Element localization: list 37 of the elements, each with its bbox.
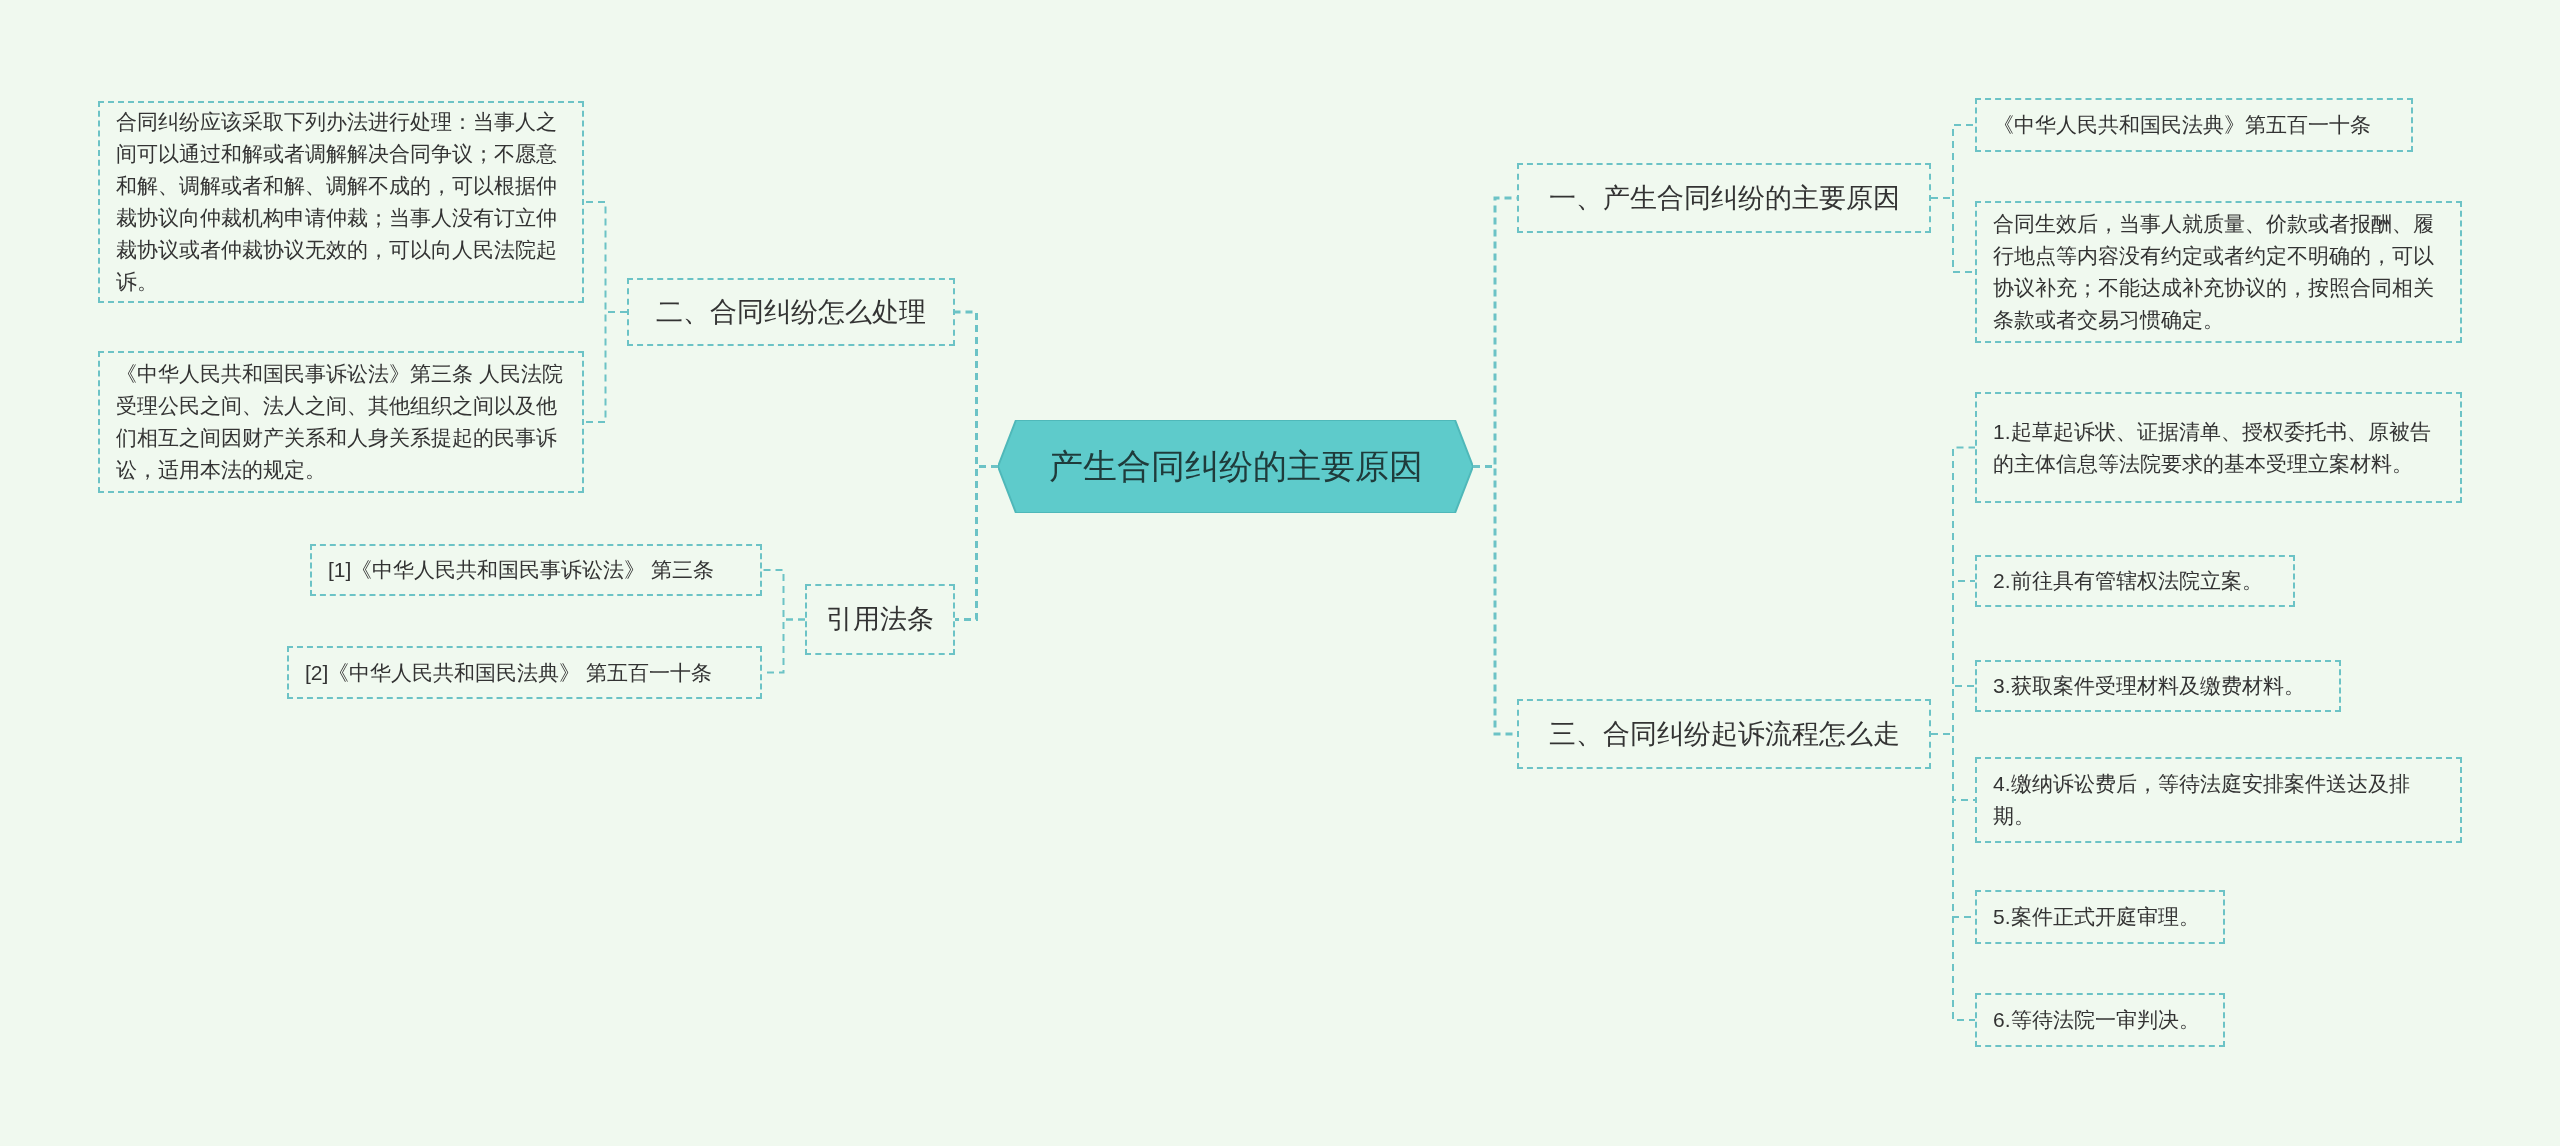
branch-title: 二、合同纠纷怎么处理 — [656, 295, 926, 329]
leaf-box — [98, 101, 584, 303]
branch-title: 引用法条 — [826, 603, 934, 637]
leaf-text: 6.等待法院一审判决。 — [1993, 1007, 2201, 1033]
connector-line — [583, 311, 628, 423]
branch-box — [1517, 163, 1931, 233]
leaf-text: 《中华人民共和国民法典》第五百一十条 — [1993, 112, 2372, 138]
leaf-text: 4.缴纳诉讼费后，等待法庭安排案件送达及排期。 — [1993, 771, 2411, 829]
central-topic-hexagon — [998, 420, 1473, 513]
leaf-box — [1975, 890, 2225, 944]
leaf-text: 《中华人民共和国民事诉讼法》第三条 人民法院受理公民之间、法人之间、其他组织之间以及他们相互之间因财产关系和人身关系提起的民事诉讼，适用本法的规定。 — [116, 361, 564, 483]
leaf-box — [287, 646, 762, 699]
leaf-box — [310, 544, 762, 596]
leaf-box — [98, 351, 584, 493]
leaf-text: 合同生效后，当事人就质量、价款或者报酬、履行地点等内容没有约定或者约定不明确的，可以协议补充；不能达成补充协议的，按照合同相关条款或者交易习惯确定。 — [1993, 211, 2435, 333]
leaf-box — [1975, 555, 2295, 607]
leaf-text: [2]《中华人民共和国民法典》 第五百一十条 — [305, 659, 714, 686]
branch-title: 三、合同纠纷起诉流程怎么走 — [1548, 717, 1900, 751]
leaf-box — [1975, 757, 2462, 843]
leaf-text: 2.前往具有管辖权法院立案。 — [1993, 568, 2264, 594]
branch-title: 一、产生合同纠纷的主要原因 — [1548, 181, 1900, 215]
leaf-text: 合同纠纷应该采取下列办法进行处理：当事人之间可以通过和解或者调解解决合同争议；不愿意和解、调解或者和解、调解不成的，可以根据仲裁协议向仲裁机构申请仲裁；当事人没有订立仲裁协议或者仲裁协议无效的，可以向人民法院起诉。 — [116, 109, 558, 295]
leaf-box — [1975, 392, 2462, 503]
leaf-box — [1975, 98, 2413, 152]
leaf-text: 3.获取案件受理材料及缴费材料。 — [1993, 673, 2306, 699]
topic-text: 产生合同纠纷的主要原因 — [1048, 446, 1423, 487]
leaf-box — [1975, 201, 2462, 343]
branch-box — [805, 584, 955, 655]
leaf-text: [1]《中华人民共和国民事诉讼法》 第三条 — [328, 557, 716, 583]
branch-box — [627, 278, 955, 346]
leaf-text: 5.案件正式开庭审理。 — [1993, 904, 2201, 930]
connector-line — [955, 465, 998, 621]
leaf-text: 1.起草起诉状、证据清单、授权委托书、原被告的主体信息等法院要求的基本受理立案材料。 — [1993, 418, 2432, 477]
branch-box — [1517, 699, 1931, 769]
leaf-box — [1975, 993, 2225, 1047]
connector-line — [1930, 733, 1976, 1021]
leaf-box — [1975, 660, 2341, 712]
